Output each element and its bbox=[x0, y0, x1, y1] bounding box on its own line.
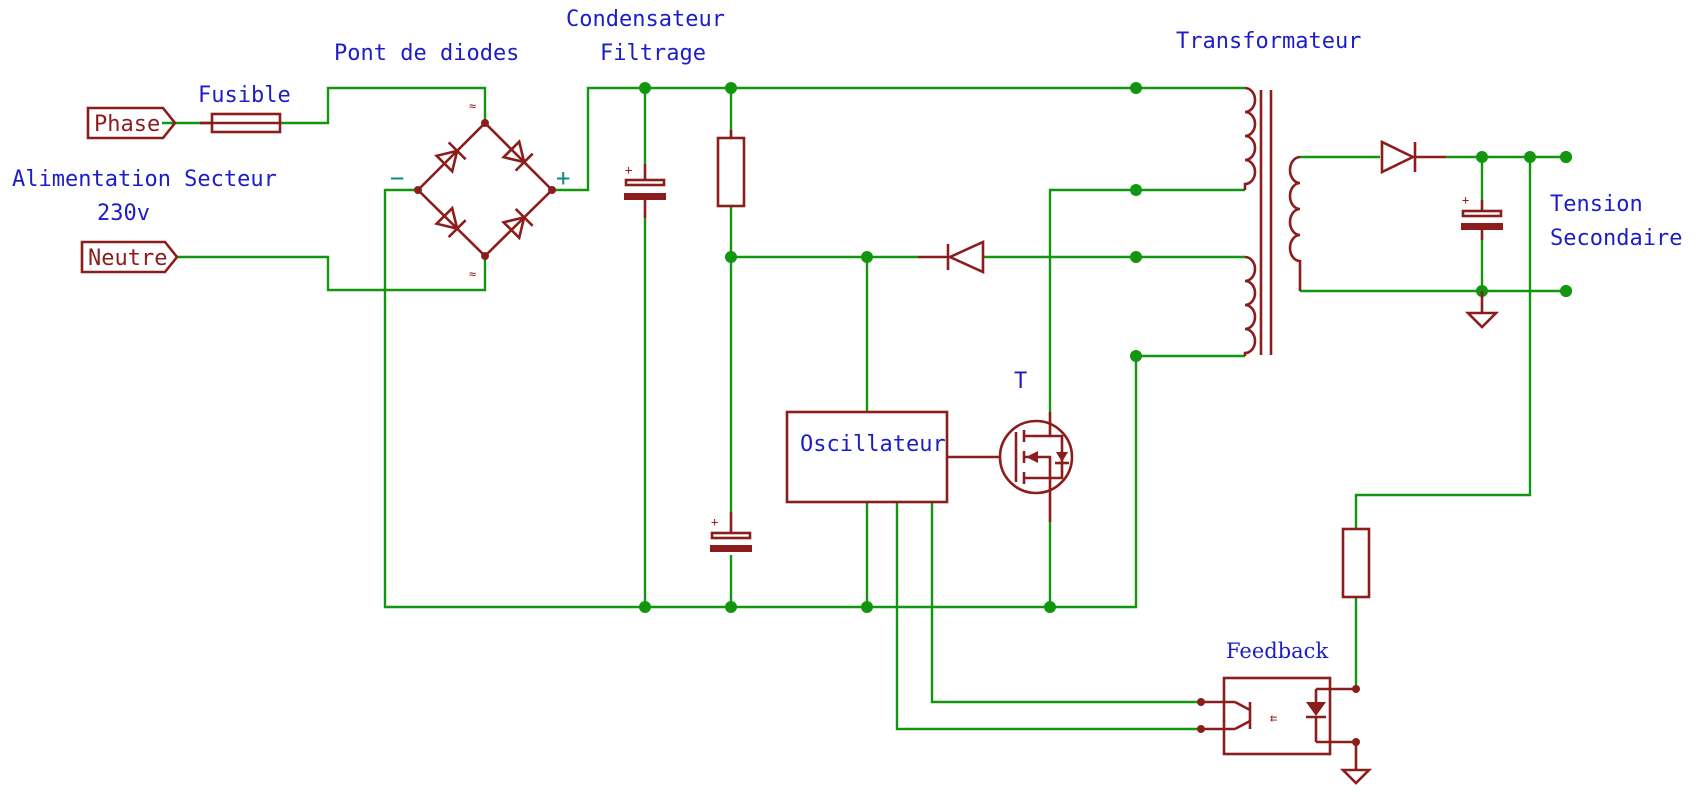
ground-feedback-icon bbox=[1339, 742, 1373, 785]
junction-dots bbox=[639, 82, 1572, 613]
transformer bbox=[1243, 86, 1302, 356]
fusible-label: Fusible bbox=[198, 83, 291, 108]
fuse bbox=[200, 112, 282, 134]
secondaire-label: Secondaire bbox=[1550, 226, 1682, 251]
alimentation-voltage-label: 230v bbox=[97, 201, 150, 226]
aux-cap-plus-mark: + bbox=[711, 515, 718, 529]
ac-mark-bottom: ≈ bbox=[469, 267, 476, 281]
oscillator-label: Oscillateur bbox=[800, 432, 946, 457]
filtrage-label: Filtrage bbox=[600, 41, 706, 66]
opto-arrow-mark: ⇇ bbox=[1270, 711, 1277, 725]
aux-diode bbox=[918, 239, 985, 275]
feedback-label: Feedback bbox=[1226, 639, 1328, 663]
alimentation-label: Alimentation Secteur bbox=[12, 167, 277, 192]
condensateur-label: Condensateur bbox=[566, 7, 725, 32]
neutre-port: Neutre bbox=[80, 240, 179, 274]
cap-plus-mark: + bbox=[625, 163, 632, 177]
neutre-label: Neutre bbox=[88, 246, 167, 271]
mosfet-transistor: T bbox=[998, 369, 1074, 522]
phase-port: Phase bbox=[86, 106, 177, 140]
output-terminals bbox=[1560, 151, 1572, 297]
secondary-capacitor: + bbox=[1461, 193, 1503, 240]
ground-secondary-icon bbox=[1464, 291, 1500, 329]
start-resistor bbox=[716, 130, 746, 208]
aux-capacitor: + bbox=[710, 512, 752, 552]
feedback-resistor bbox=[1341, 527, 1371, 599]
diode-bridge: ≈ ≈ − + bbox=[390, 99, 570, 281]
minus-sign: − bbox=[390, 164, 404, 192]
wires bbox=[162, 86, 1566, 731]
ac-mark-top: ≈ bbox=[469, 99, 476, 113]
oscillator-block: Oscillateur bbox=[785, 410, 1000, 504]
transformateur-label: Transformateur bbox=[1176, 29, 1361, 54]
tension-label: Tension bbox=[1550, 192, 1643, 217]
pont-label: Pont de diodes bbox=[334, 41, 519, 66]
sec-cap-plus-mark: + bbox=[1462, 193, 1469, 207]
phase-label: Phase bbox=[94, 112, 160, 137]
optocoupler: ⇇ bbox=[1197, 676, 1360, 756]
secondary-diode bbox=[1380, 139, 1446, 175]
transistor-label: T bbox=[1014, 369, 1027, 394]
plus-sign: + bbox=[556, 164, 570, 192]
filter-capacitor: + bbox=[624, 163, 666, 218]
